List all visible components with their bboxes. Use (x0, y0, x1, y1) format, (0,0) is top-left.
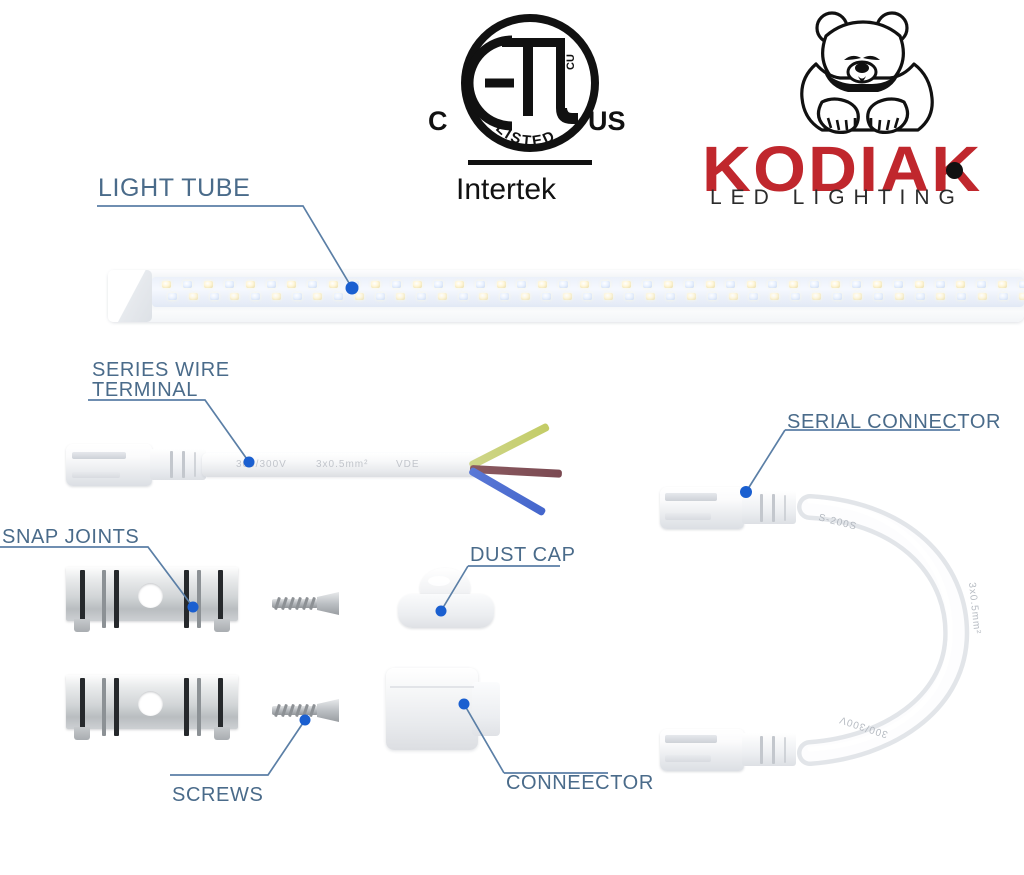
serial-connector-plug-top (660, 481, 820, 535)
etl-logo-icon: CU LISTED (461, 14, 599, 165)
dust-cap (398, 568, 494, 630)
callout-label-screws: SCREWS (172, 784, 264, 806)
led-row-top (162, 281, 1024, 288)
etl-us-letter: US (588, 106, 626, 136)
series-wire-terminal: 300/300V 3x0.5mm² VDE (66, 422, 596, 517)
kodiak-logo: KODIAK LED LIGHTING (700, 4, 1024, 214)
etl-agency-name: Intertek (456, 173, 557, 206)
serial-connector-cable: S-200S 3x0.5mm² 300/300V (660, 465, 1024, 795)
lead-wire-green-yellow (468, 422, 551, 470)
wire-cable-print: 300/300V (236, 459, 287, 470)
callout-label-serial-connector: SERIAL CONNECTOR (787, 411, 1002, 433)
wire-cable-print-extra2: VDE (396, 459, 420, 470)
snap-joint-clip-2 (66, 675, 238, 743)
tube-end-cap (108, 270, 152, 322)
etl-certification-mark: CU LISTED C US Intertek (428, 8, 630, 218)
etl-superscript: CU (565, 54, 577, 70)
etl-c-letter: C (428, 106, 448, 136)
snap-joint-clip-1 (66, 567, 238, 635)
screw-1 (272, 588, 344, 618)
serial-connector-plug-bottom (660, 723, 820, 777)
callout-label-connector: CONNEECTOR (506, 772, 654, 794)
callout-label-series-wire-line2: TERMINAL (92, 379, 198, 401)
callout-label-series-wire-line1: SERIES WIRE (92, 359, 230, 381)
bear-icon (800, 11, 934, 134)
callout-label-snap-joints: SNAP JOINTS (2, 526, 140, 548)
connector-block (386, 668, 504, 750)
kodiak-wordmark: KODIAK (702, 133, 983, 205)
serial-cable-path (797, 494, 970, 766)
light-tube (108, 262, 1024, 332)
kodiak-dot-icon (946, 162, 963, 179)
kodiak-tagline: LED LIGHTING (710, 186, 964, 209)
wire-cable-print-extra: 3x0.5mm² (316, 459, 369, 470)
screw-2 (272, 695, 344, 725)
callout-label-light-tube: LIGHT TUBE (98, 174, 251, 202)
callout-label-dust-cap: DUST CAP (470, 544, 576, 566)
led-row-bottom (168, 293, 1024, 300)
